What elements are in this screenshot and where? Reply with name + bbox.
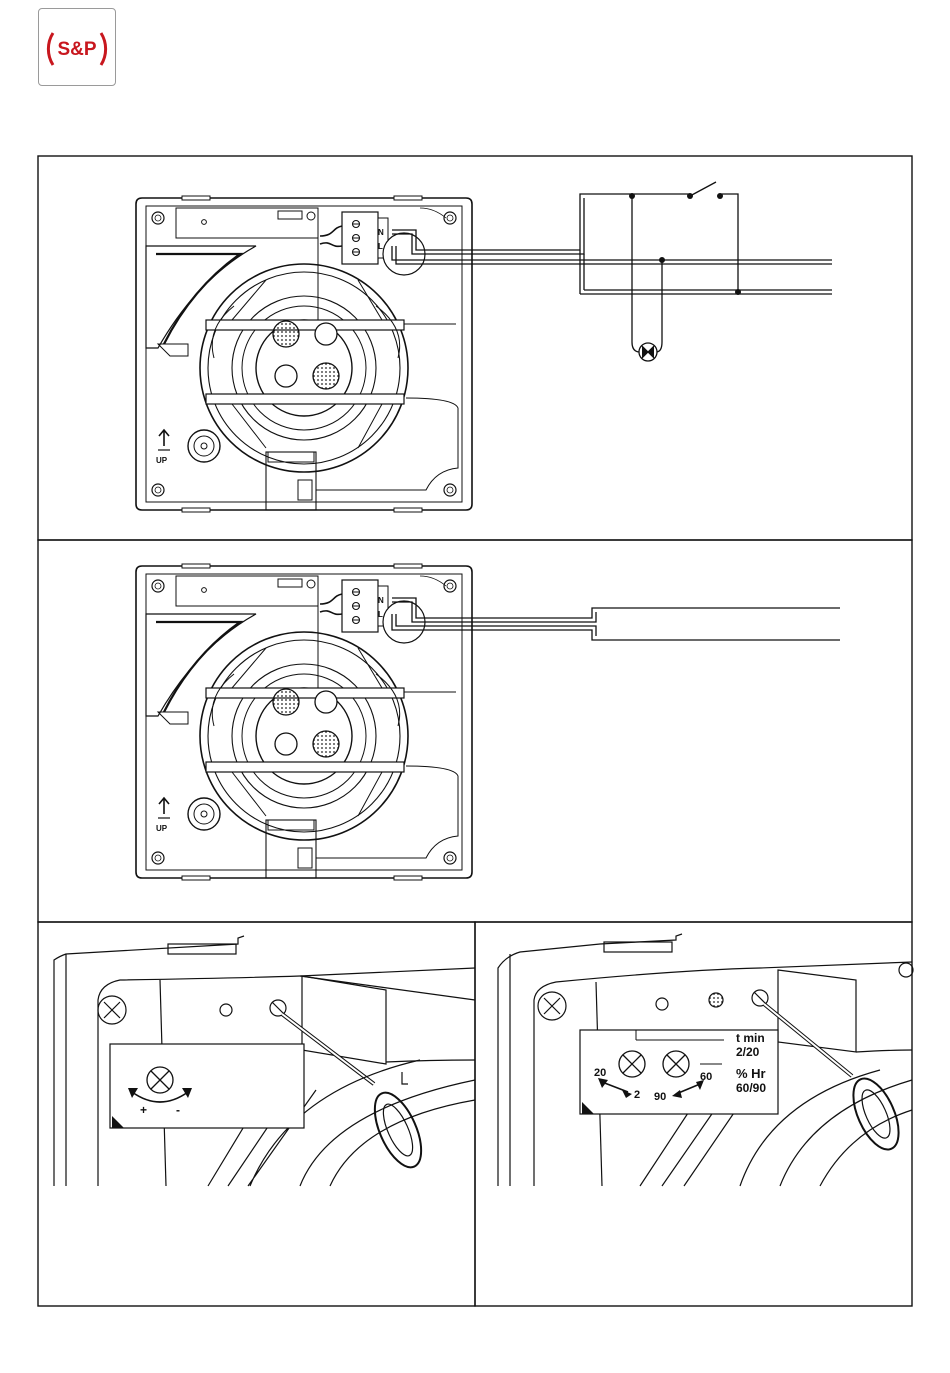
terminal-label-n-2: N	[378, 596, 384, 605]
humidity-min-label: 90	[654, 1091, 666, 1103]
panel-1-wiring	[392, 182, 832, 361]
timer-min-label: 2	[634, 1089, 640, 1101]
timer-title: t min	[736, 1031, 765, 1045]
plus-label: +	[140, 1103, 147, 1117]
panel-1-fan-unit: N L UP	[136, 196, 472, 512]
humidity-range: 60/90	[736, 1081, 766, 1095]
up-label: UP	[156, 456, 168, 465]
panel-1-junctions	[629, 193, 741, 295]
dual-pot-card: 20 2 90 60 t min 2/20 % Hr 60/90	[580, 1030, 778, 1114]
humidity-title: % Hr	[736, 1066, 766, 1081]
terminal-label-l: L	[378, 242, 383, 251]
minus-label: -	[176, 1103, 180, 1117]
timer-max-label: 20	[594, 1067, 606, 1079]
terminal-label-n: N	[378, 228, 384, 237]
timer-range: 2/20	[736, 1045, 760, 1059]
panel-2-frame	[38, 540, 912, 922]
up-label-2: UP	[156, 824, 168, 833]
terminal-label-l-2: L	[378, 610, 383, 619]
humidity-max-label: 60	[700, 1071, 712, 1083]
panel-2-fan-unit: N L UP	[136, 564, 472, 880]
single-pot-card: + -	[110, 1044, 304, 1128]
panel-2-wiring	[392, 598, 840, 640]
panel-1-frame	[38, 156, 912, 540]
